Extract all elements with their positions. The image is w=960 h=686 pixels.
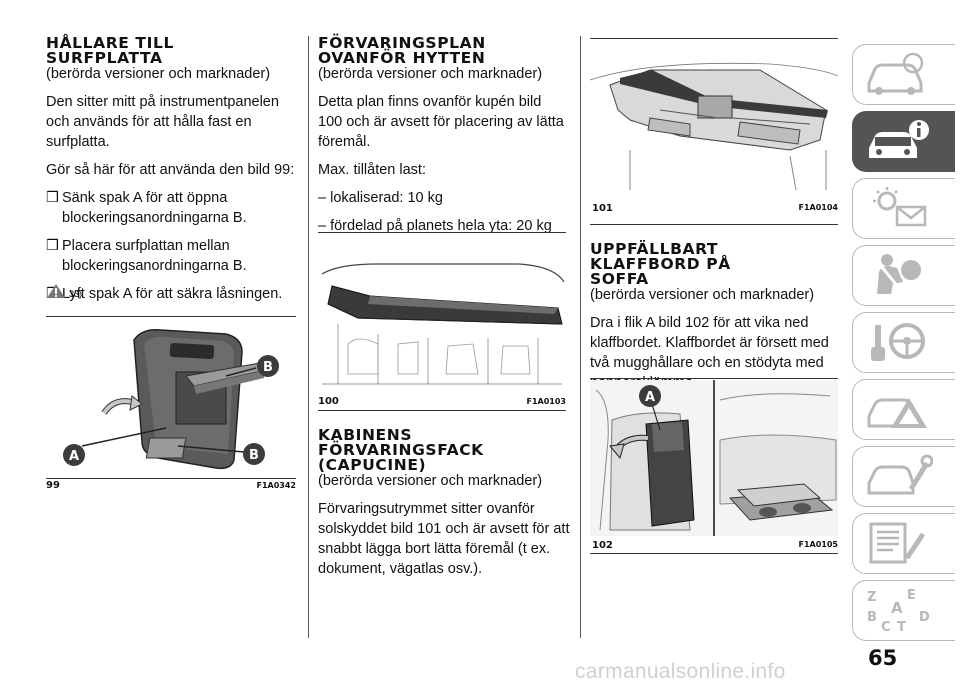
- section-subtitle: (berörda versioner och marknader): [590, 287, 815, 303]
- bullet-item: ❒Lyft spak A för att säkra låsningen.: [46, 286, 283, 302]
- column-divider: [580, 36, 581, 638]
- callout-label-a: A: [645, 390, 655, 405]
- divider: [590, 378, 838, 379]
- car-service-wrench-icon: [867, 454, 933, 495]
- page-number: 65: [868, 646, 898, 670]
- figure-code: F1A0342: [256, 481, 297, 490]
- svg-text:B: B: [867, 610, 877, 625]
- tab-technical-specifications[interactable]: [852, 513, 955, 574]
- column-3: UPPFÄLLBART KLAFFBORD PÅ SOFFA (berörda …: [590, 240, 840, 401]
- bullet-item: ❒Sänk spak A för att öppna blockeringsan…: [46, 190, 247, 226]
- svg-text:T: T: [897, 620, 906, 633]
- svg-text:E: E: [907, 588, 916, 603]
- paragraph: Den sitter mitt på instrumentpanelen och…: [46, 94, 279, 150]
- column-divider: [308, 36, 309, 638]
- column-2-lower: KABINENS FÖRVARINGSFACK (CAPUCINE) (berö…: [318, 426, 570, 587]
- key-steering-wheel-icon: [871, 323, 925, 361]
- paragraph: Förvaringsutrymmet sitter ovanför solsky…: [318, 501, 570, 577]
- tab-servicing-and-care[interactable]: [852, 446, 955, 507]
- paragraph: Max. tillåten last:: [318, 162, 426, 178]
- paragraph: – fördelad på planets hela yta: 20 kg: [318, 218, 552, 234]
- section-subtitle: (berörda versioner och marknader): [318, 473, 543, 489]
- figure-baseline: [318, 410, 566, 411]
- breakdown-triangle-icon: [867, 398, 927, 428]
- svg-text:D: D: [919, 610, 930, 625]
- figure-code: F1A0104: [798, 203, 839, 212]
- warning-reference: 33): [46, 283, 82, 299]
- cabin-storage-illustration: [589, 62, 839, 191]
- figure-number: 99: [46, 480, 60, 491]
- figure-code: F1A0105: [798, 540, 839, 549]
- figure-number: 100: [318, 396, 339, 407]
- tab-starting-and-driving[interactable]: [852, 312, 955, 373]
- svg-text:Z: Z: [867, 590, 876, 605]
- divider: [318, 232, 566, 233]
- bullet-item: ❒Placera surfplattan mellan blockeringsa…: [46, 238, 247, 274]
- watermark: carmanualsonline.info: [575, 660, 786, 683]
- tab-safety[interactable]: [852, 245, 955, 306]
- section-heading-overhead-shelf: FÖRVARINGSPLAN OVANFÖR HYTTEN: [318, 34, 486, 67]
- car-info-icon: [869, 120, 929, 158]
- figure-101-cabin-storage: 101 F1A0104: [589, 40, 839, 220]
- warning-light-envelope-icon: [873, 187, 927, 227]
- tab-in-an-emergency[interactable]: [852, 379, 955, 440]
- paragraph: Gör så här för att använda den bild 99:: [46, 162, 295, 178]
- tab-knowing-your-vehicle[interactable]: [852, 44, 955, 105]
- car-dashboard-icon: [867, 52, 924, 95]
- figure-102-fold-down-table: A 102 F1A0105: [590, 380, 838, 552]
- section-subtitle: (berörda versioner och marknader): [318, 66, 543, 82]
- overhead-shelf-illustration: [321, 263, 565, 385]
- section-heading-fold-down-table: UPPFÄLLBART KLAFFBORD PÅ SOFFA: [590, 240, 731, 288]
- section-subtitle: (berörda versioner och marknader): [46, 66, 271, 82]
- callout-label-a: A: [69, 449, 79, 464]
- divider: [46, 316, 296, 317]
- figure-100-overhead-shelf: 100 F1A0103: [318, 234, 566, 410]
- section-heading-cabin-storage: KABINENS FÖRVARINGSFACK (CAPUCINE): [318, 426, 484, 474]
- figure-baseline: [590, 224, 838, 225]
- figure-99-tablet-holder: B A B 99 F1A0342: [46, 318, 296, 491]
- svg-text:A: A: [891, 599, 903, 617]
- section-heading-tablet-holder: HÅLLARE TILL SURFPLATTA: [46, 34, 174, 67]
- tab-getting-to-know-car-current[interactable]: [852, 111, 955, 172]
- fold-down-table-illustration: A: [590, 380, 838, 536]
- figure-baseline: [46, 478, 296, 479]
- column-2: FÖRVARINGSPLAN OVANFÖR HYTTEN (berörda v…: [318, 34, 568, 244]
- tablet-holder-illustration: B A B: [63, 328, 279, 470]
- figure-baseline: [590, 553, 838, 554]
- svg-text:C: C: [881, 620, 891, 633]
- warning-triangle-icon: [47, 284, 65, 298]
- paragraph: – lokaliserad: 10 kg: [318, 190, 443, 206]
- figure-code: F1A0103: [526, 397, 567, 406]
- seatbelt-airbag-icon: [877, 254, 921, 294]
- divider: [590, 38, 838, 39]
- paragraph: Dra i flik A bild 102 för att vika ned k…: [590, 315, 829, 391]
- callout-label-b: B: [263, 360, 273, 375]
- tab-warning-lights[interactable]: [852, 178, 955, 239]
- specifications-list-icon: [869, 522, 926, 564]
- callout-label-b: B: [249, 448, 259, 463]
- column-1: HÅLLARE TILL SURFPLATTA (berörda version…: [46, 34, 296, 312]
- figure-number: 102: [592, 540, 613, 551]
- paragraph: Detta plan finns ovanför kupén bild 100 …: [318, 94, 564, 150]
- figure-number: 101: [592, 203, 613, 214]
